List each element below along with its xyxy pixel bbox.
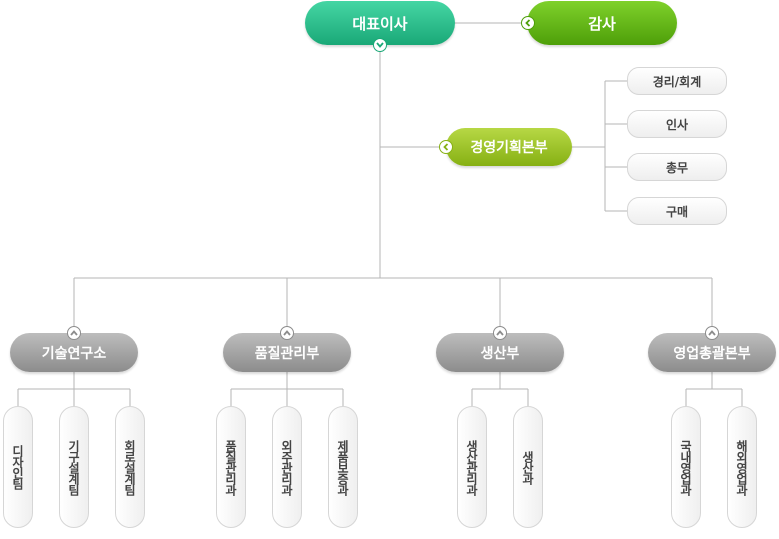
chevron-up-icon[interactable] bbox=[493, 326, 507, 340]
team-box-domestic-sales[interactable]: 국내영업과 bbox=[671, 406, 701, 528]
support-box-hr[interactable]: 인사 bbox=[627, 110, 727, 138]
team-box-mechanical-design[interactable]: 기구설계팀 bbox=[59, 406, 89, 528]
ceo-label: 대표이사 bbox=[352, 14, 408, 33]
audit-node[interactable]: 감사 bbox=[527, 1, 677, 45]
team-box-production-control[interactable]: 생산관리과 bbox=[457, 406, 487, 528]
planning-label: 경영기획본부 bbox=[470, 140, 548, 156]
chevron-left-icon[interactable] bbox=[439, 140, 453, 154]
support-box-accounting[interactable]: 경리/회계 bbox=[627, 67, 727, 95]
chevron-up-icon[interactable] bbox=[705, 326, 719, 340]
chevron-up-icon[interactable] bbox=[280, 326, 294, 340]
planning-node[interactable]: 경영기획본부 bbox=[446, 128, 572, 166]
support-box-purchasing[interactable]: 구매 bbox=[627, 197, 727, 225]
ceo-node[interactable]: 대표이사 bbox=[305, 1, 455, 45]
support-box-general-affairs[interactable]: 총무 bbox=[627, 153, 727, 181]
team-box-warranty[interactable]: 제품보증과 bbox=[328, 406, 358, 528]
team-box-circuit-design[interactable]: 회로설계팀 bbox=[115, 406, 145, 528]
audit-label: 감사 bbox=[588, 14, 616, 33]
team-box-overseas-sales[interactable]: 해외영업과 bbox=[727, 406, 757, 528]
chevron-left-icon[interactable] bbox=[521, 16, 535, 30]
chevron-down-icon[interactable] bbox=[373, 38, 387, 52]
team-box-design[interactable]: 디자인팀 bbox=[3, 406, 33, 528]
division-node-quality[interactable]: 품질관리부 bbox=[223, 333, 351, 372]
team-box-quality-control[interactable]: 품질관리과 bbox=[216, 406, 246, 528]
team-box-production[interactable]: 생산과 bbox=[513, 406, 543, 528]
team-box-outsourcing[interactable]: 외주관리과 bbox=[272, 406, 302, 528]
chevron-up-icon[interactable] bbox=[67, 326, 81, 340]
